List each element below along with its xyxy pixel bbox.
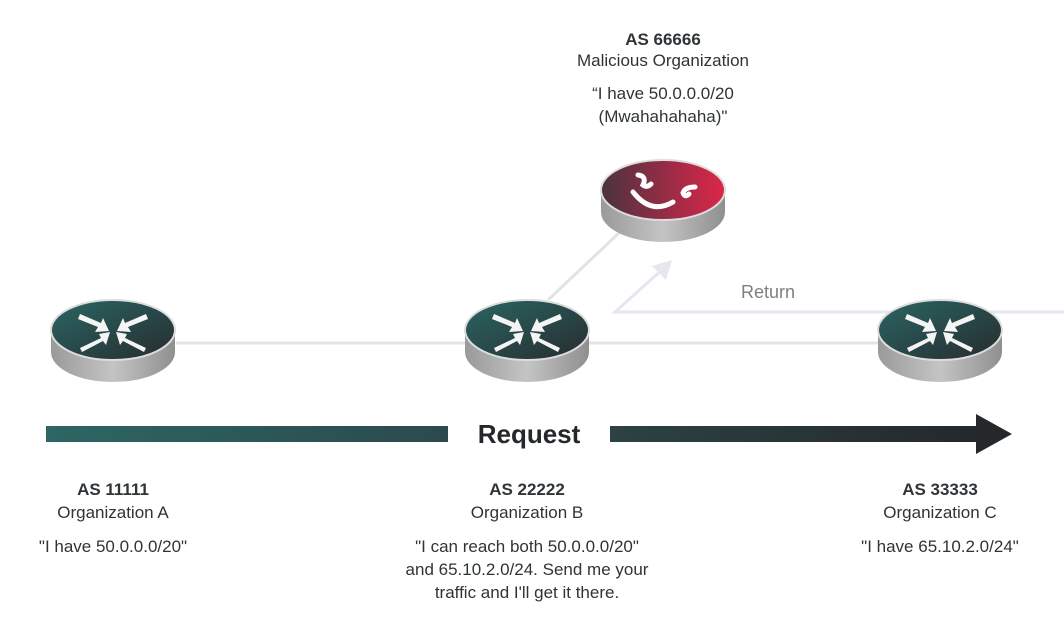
request-arrowhead-icon bbox=[976, 414, 1012, 454]
router-a bbox=[50, 299, 176, 382]
return-label: Return bbox=[741, 282, 795, 302]
node-c-quote: "I have 65.10.2.0/24" bbox=[861, 537, 1019, 556]
node-a-quote: "I have 50.0.0.0/20" bbox=[39, 537, 187, 556]
node-c-as: AS 33333 bbox=[902, 480, 978, 499]
node-a-org: Organization A bbox=[57, 503, 169, 522]
return-path bbox=[611, 260, 1064, 314]
request-flow bbox=[46, 414, 1012, 454]
node-b-as: AS 22222 bbox=[489, 480, 565, 499]
node-a-as: AS 11111 bbox=[77, 480, 149, 499]
malicious-as: AS 66666 bbox=[625, 30, 701, 49]
router-malicious bbox=[600, 159, 726, 242]
node-b-org: Organization B bbox=[471, 503, 583, 522]
malicious-quote-1: “I have 50.0.0.0/20 bbox=[592, 84, 734, 103]
request-label: Request bbox=[478, 419, 581, 449]
malicious-quote-2: (Mwahahahaha)" bbox=[599, 107, 728, 126]
node-b-quote-3: traffic and I'll get it there. bbox=[435, 583, 619, 602]
node-b-quote-1: "I can reach both 50.0.0.0/20" bbox=[415, 537, 639, 556]
router-b bbox=[464, 299, 590, 382]
return-arrowhead-icon bbox=[652, 260, 672, 280]
link-b-malicious bbox=[546, 230, 622, 302]
node-c-org: Organization C bbox=[883, 503, 996, 522]
malicious-org: Malicious Organization bbox=[577, 51, 749, 70]
router-arrows-icon bbox=[905, 314, 975, 352]
evil-face-icon bbox=[630, 172, 698, 210]
node-b-quote-2: and 65.10.2.0/24. Send me your bbox=[406, 560, 649, 579]
router-arrows-icon bbox=[78, 314, 148, 352]
router-arrows-icon bbox=[492, 314, 562, 352]
router-c bbox=[877, 299, 1003, 382]
